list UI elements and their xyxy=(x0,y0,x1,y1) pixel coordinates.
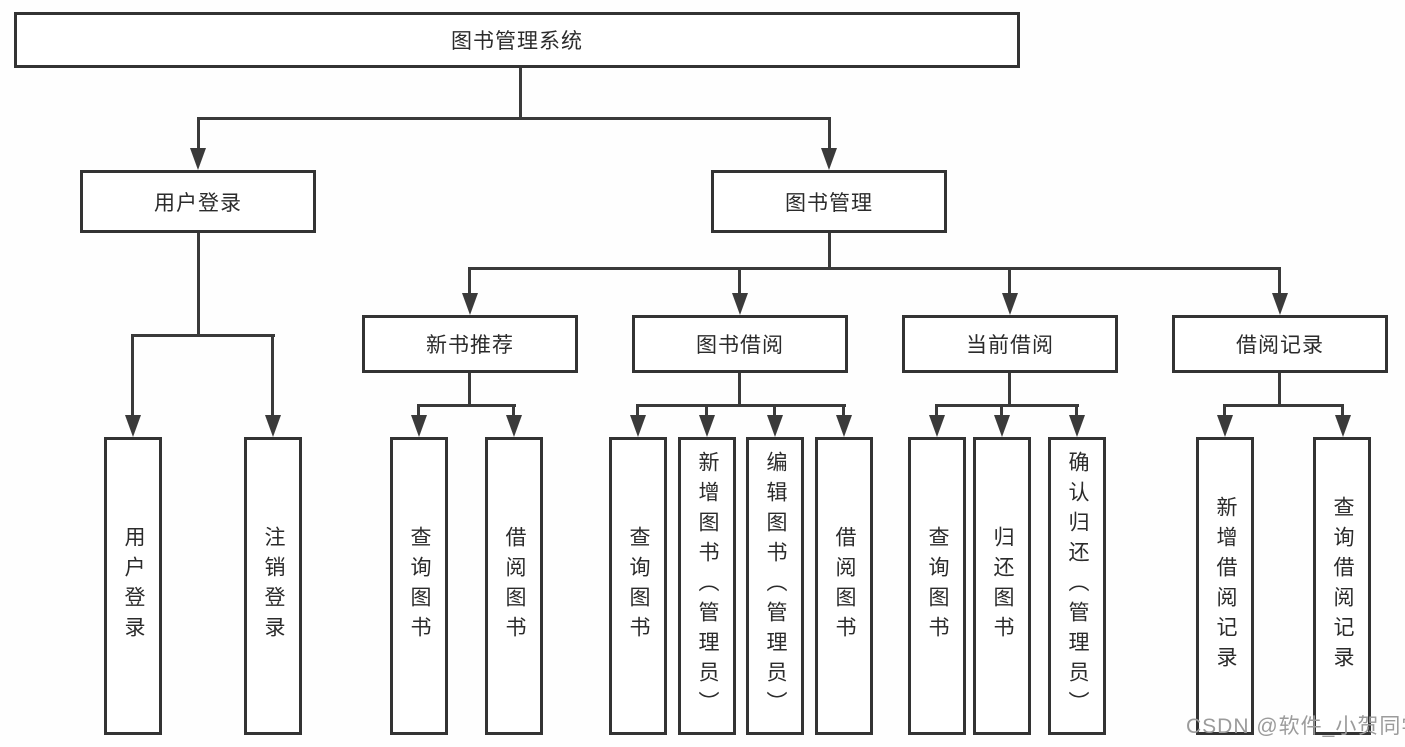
node-label: 查询借阅记录 xyxy=(1331,496,1354,676)
node-book-management: 图书管理 xyxy=(711,170,947,233)
node-label: 当前借阅 xyxy=(966,334,1054,357)
node-leaf-user-login: 用户登录 xyxy=(104,437,162,735)
connector-line xyxy=(773,404,776,418)
connector-line xyxy=(636,404,846,407)
csdn-watermark: CSDN @软件_小贺同学 xyxy=(1186,715,1405,738)
connector-line xyxy=(468,267,471,295)
connector-line xyxy=(1000,404,1003,418)
connector-line xyxy=(468,267,1281,270)
node-book-borrowing: 图书借阅 xyxy=(632,315,848,373)
connector-line xyxy=(828,232,831,270)
node-leaf-query-books-borrow: 查询图书 xyxy=(609,437,667,735)
arrow-down-icon xyxy=(1002,293,1018,315)
arrow-down-icon xyxy=(1069,415,1085,437)
connector-line xyxy=(935,404,938,418)
node-label: 注销登录 xyxy=(262,526,285,646)
node-label: 查询图书 xyxy=(627,526,650,646)
node-label: 查询图书 xyxy=(926,526,949,646)
node-label: 归还图书 xyxy=(991,526,1014,646)
connector-line xyxy=(197,232,200,336)
arrow-down-icon xyxy=(190,148,206,170)
node-label: 编辑图书（管理员） xyxy=(764,451,787,721)
node-leaf-edit-books-admin: 编辑图书（管理员） xyxy=(746,437,804,735)
node-label: 查询图书 xyxy=(408,526,431,646)
node-current-borrowing: 当前借阅 xyxy=(902,315,1118,373)
connector-line xyxy=(1341,404,1344,418)
node-leaf-borrow-books: 借阅图书 xyxy=(815,437,873,735)
connector-line xyxy=(738,371,741,407)
connector-line xyxy=(1008,371,1011,407)
arrow-down-icon xyxy=(125,415,141,437)
node-label: 用户登录 xyxy=(154,191,242,215)
node-label: 用户登录 xyxy=(122,526,145,646)
connector-line xyxy=(1223,404,1344,407)
connector-line xyxy=(271,334,274,418)
arrow-down-icon xyxy=(732,293,748,315)
node-library-management-system: 图书管理系统 xyxy=(14,12,1020,68)
node-leaf-query-books-recommend: 查询图书 xyxy=(390,437,448,735)
arrow-down-icon xyxy=(994,415,1010,437)
arrow-down-icon xyxy=(462,293,478,315)
connector-line xyxy=(512,404,515,418)
node-leaf-query-books-current: 查询图书 xyxy=(908,437,966,735)
connector-line xyxy=(738,267,741,295)
arrow-down-icon xyxy=(630,415,646,437)
connector-line xyxy=(131,334,275,337)
connector-line xyxy=(935,404,1079,407)
connector-line xyxy=(417,404,516,407)
node-label: 确认归还（管理员） xyxy=(1066,451,1089,721)
node-label: 图书管理系统 xyxy=(451,30,583,53)
node-leaf-add-books-admin: 新增图书（管理员） xyxy=(678,437,736,735)
arrow-down-icon xyxy=(929,415,945,437)
node-label: 借阅记录 xyxy=(1236,334,1324,357)
node-label: 借阅图书 xyxy=(833,526,856,646)
node-borrowing-records: 借阅记录 xyxy=(1172,315,1388,373)
node-label: 新增图书（管理员） xyxy=(696,451,719,721)
connector-line xyxy=(1223,404,1226,418)
connector-line xyxy=(1278,267,1281,295)
connector-line xyxy=(1278,371,1281,407)
connector-line xyxy=(468,371,471,407)
node-label: 新增借阅记录 xyxy=(1214,496,1237,676)
arrow-down-icon xyxy=(821,148,837,170)
connector-line xyxy=(1008,267,1011,295)
arrow-down-icon xyxy=(767,415,783,437)
node-leaf-query-borrow-record: 查询借阅记录 xyxy=(1313,437,1371,735)
connector-line xyxy=(197,117,831,120)
connector-line xyxy=(842,404,845,418)
node-user-login: 用户登录 xyxy=(80,170,316,233)
connector-line xyxy=(1075,404,1078,418)
arrow-down-icon xyxy=(265,415,281,437)
arrow-down-icon xyxy=(1335,415,1351,437)
connector-line xyxy=(519,66,522,119)
connector-line xyxy=(636,404,639,418)
connector-line xyxy=(828,117,831,150)
node-label: 新书推荐 xyxy=(426,334,514,357)
arrow-down-icon xyxy=(411,415,427,437)
node-label: 图书管理 xyxy=(785,191,873,215)
arrow-down-icon xyxy=(1272,293,1288,315)
node-leaf-add-borrow-record: 新增借阅记录 xyxy=(1196,437,1254,735)
node-leaf-return-books: 归还图书 xyxy=(973,437,1031,735)
connector-line xyxy=(705,404,708,418)
arrow-down-icon xyxy=(1217,415,1233,437)
node-new-book-recommend: 新书推荐 xyxy=(362,315,578,373)
node-label: 借阅图书 xyxy=(503,526,526,646)
node-label: 图书借阅 xyxy=(696,334,784,357)
node-leaf-borrow-books-recommend: 借阅图书 xyxy=(485,437,543,735)
arrow-down-icon xyxy=(699,415,715,437)
arrow-down-icon xyxy=(836,415,852,437)
connector-line xyxy=(131,334,134,418)
arrow-down-icon xyxy=(506,415,522,437)
node-leaf-logout: 注销登录 xyxy=(244,437,302,735)
connector-line xyxy=(197,117,200,150)
connector-line xyxy=(417,404,420,418)
node-leaf-confirm-return-admin: 确认归还（管理员） xyxy=(1048,437,1106,735)
